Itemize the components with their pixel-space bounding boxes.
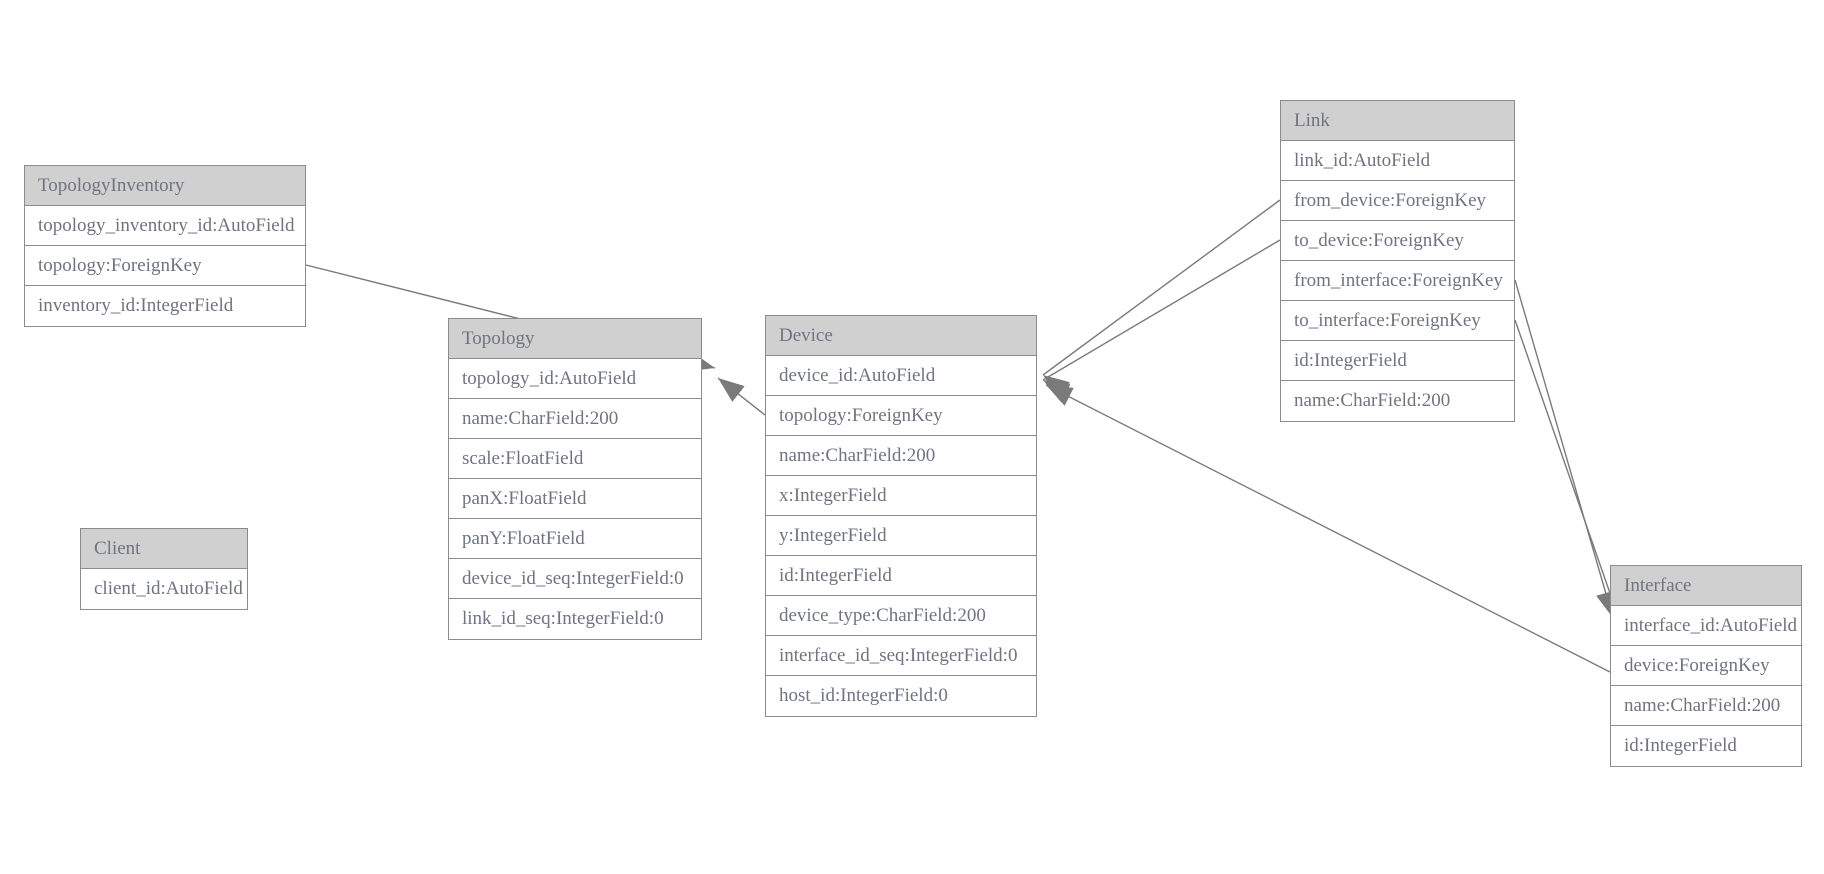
entity-header-client: Client xyxy=(81,529,247,569)
relationship-line xyxy=(1042,199,1281,376)
entity-field[interactable]: name:CharField:200 xyxy=(766,436,1036,476)
relationship-line xyxy=(1045,384,1611,673)
entity-field[interactable]: panY:FloatField xyxy=(449,519,701,559)
entity-field[interactable]: topology:ForeignKey xyxy=(766,396,1036,436)
entity-field[interactable]: topology_inventory_id:AutoField xyxy=(25,206,305,246)
entity-header-link: Link xyxy=(1281,101,1514,141)
entity-field[interactable]: device_id_seq:IntegerField:0 xyxy=(449,559,701,599)
relationship-device-topology xyxy=(717,377,766,416)
entity-field[interactable]: id:IntegerField xyxy=(1624,735,1737,756)
entity-header-device: Device xyxy=(766,316,1036,356)
entity-field[interactable]: to_device:ForeignKey xyxy=(1281,221,1514,261)
entity-field[interactable]: to_interface:ForeignKey xyxy=(1281,301,1514,341)
entity-field[interactable]: scale:FloatField xyxy=(449,439,701,479)
relationship-line xyxy=(1514,279,1614,619)
entity-field[interactable]: name:CharField:200 xyxy=(449,399,701,439)
relationship-arrowhead xyxy=(1043,380,1071,402)
relationship-line xyxy=(1042,239,1281,381)
entity-field[interactable]: x:IntegerField xyxy=(766,476,1036,516)
entity-header-topology: Topology xyxy=(449,319,701,359)
relationship-arrowhead xyxy=(1046,385,1074,406)
entity-field[interactable]: interface_id:AutoField xyxy=(1611,606,1801,646)
relationship-line xyxy=(717,377,766,416)
entity-field[interactable]: link_id:AutoField xyxy=(1281,141,1514,181)
entity-field[interactable]: interface_id_seq:IntegerField:0 xyxy=(766,636,1036,676)
relationship-link-fromdevice-device xyxy=(1042,199,1281,399)
entity-header-topology-inventory: TopologyInventory xyxy=(25,166,305,206)
entity-field[interactable]: device_id:AutoField xyxy=(766,356,1036,396)
entity-field[interactable]: name:CharField:200 xyxy=(1611,686,1801,726)
entity-field[interactable]: panX:FloatField xyxy=(449,479,701,519)
entity-field[interactable]: client_id:AutoField xyxy=(94,578,243,599)
entity-field[interactable]: from_interface:ForeignKey xyxy=(1281,261,1514,301)
entity-field[interactable]: name:CharField:200 xyxy=(1294,390,1451,411)
relationship-line xyxy=(1514,319,1621,623)
entity-field[interactable]: id:IntegerField xyxy=(766,556,1036,596)
entity-field[interactable]: topology:ForeignKey xyxy=(25,246,305,286)
relationship-arrowhead xyxy=(718,378,745,402)
relationship-link-todevice-device xyxy=(1042,239,1281,402)
entity-field[interactable]: device_type:CharField:200 xyxy=(766,596,1036,636)
entity-field[interactable]: inventory_id:IntegerField xyxy=(38,295,234,316)
entity-field[interactable]: y:IntegerField xyxy=(766,516,1036,556)
entity-field[interactable]: id:IntegerField xyxy=(1281,341,1514,381)
entity-field[interactable]: host_id:IntegerField:0 xyxy=(779,685,948,706)
entity-field[interactable]: link_id_seq:IntegerField:0 xyxy=(462,608,664,629)
entity-header-interface: Interface xyxy=(1611,566,1801,606)
entity-field[interactable]: from_device:ForeignKey xyxy=(1281,181,1514,221)
entity-client[interactable]: Client client_id:AutoField xyxy=(80,528,248,610)
entity-field[interactable]: device:ForeignKey xyxy=(1611,646,1801,686)
relationship-arrowhead xyxy=(1043,375,1070,399)
entity-field[interactable]: topology_id:AutoField xyxy=(449,359,701,399)
relationship-link-frominterface-interface xyxy=(1514,279,1616,619)
